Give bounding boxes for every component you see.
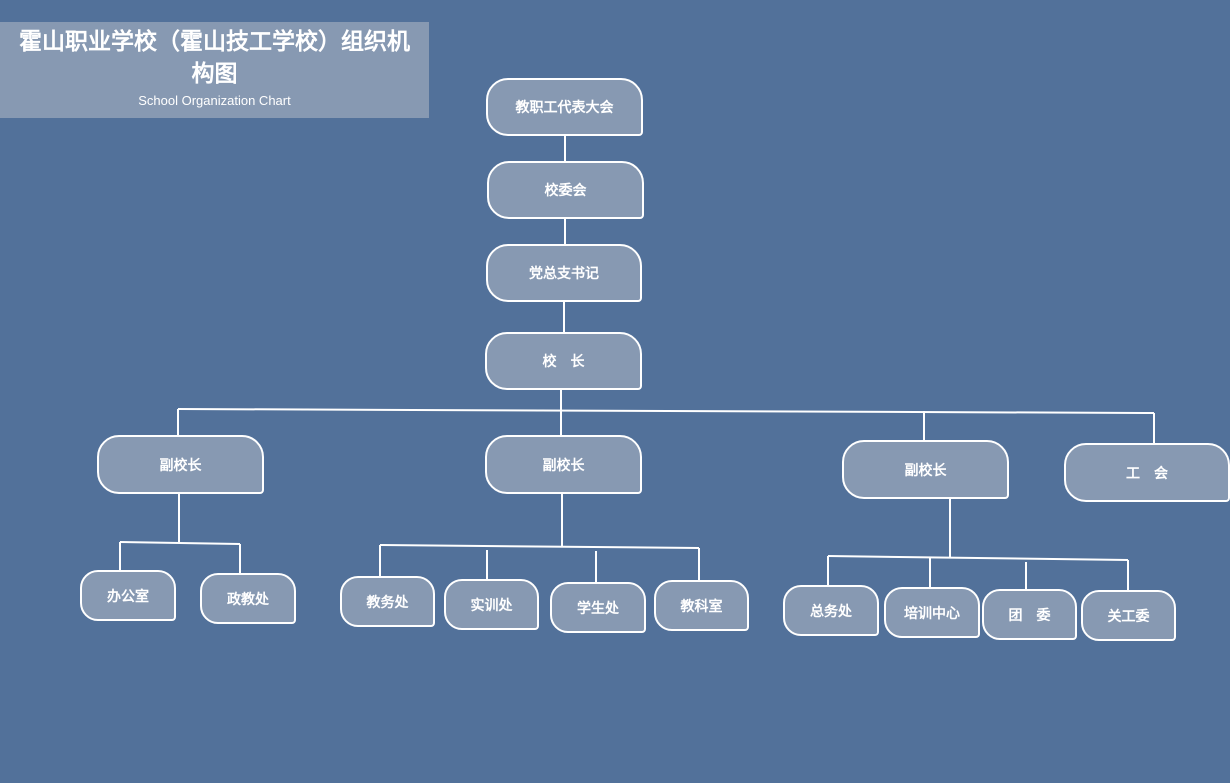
- chart-subtitle: School Organization Chart: [138, 93, 291, 108]
- node-training-center[interactable]: 培训中心: [884, 587, 980, 638]
- node-labor-union[interactable]: 工 会: [1064, 443, 1230, 502]
- connector-vp3-bar: [827, 555, 1129, 561]
- node-principal[interactable]: 校 长: [485, 332, 642, 390]
- node-vice-principal-2[interactable]: 副校长: [485, 435, 642, 494]
- node-general-affairs[interactable]: 总务处: [783, 585, 879, 636]
- node-political-office[interactable]: 政教处: [200, 573, 296, 624]
- node-care-committee[interactable]: 关工委: [1081, 590, 1176, 641]
- chart-title: 霍山职业学校（霍山技工学校）组织机构图: [19, 29, 410, 87]
- title-banner: 霍山职业学校（霍山技工学校）组织机构图 School Organization …: [0, 22, 429, 118]
- node-vice-principal-3[interactable]: 副校长: [842, 440, 1009, 499]
- connector-principal-bar: [177, 408, 1155, 414]
- node-staff-congress[interactable]: 教职工代表大会: [486, 78, 643, 136]
- node-academic-affairs[interactable]: 教务处: [340, 576, 435, 627]
- node-practical-training[interactable]: 实训处: [444, 579, 539, 630]
- node-teaching-research[interactable]: 教科室: [654, 580, 749, 631]
- node-student-affairs[interactable]: 学生处: [550, 582, 646, 633]
- node-party-secretary[interactable]: 党总支书记: [486, 244, 642, 302]
- node-vice-principal-1[interactable]: 副校长: [97, 435, 264, 494]
- node-general-office[interactable]: 办公室: [80, 570, 176, 621]
- node-youth-league[interactable]: 团 委: [982, 589, 1077, 640]
- connector-vp1-bar: [119, 541, 241, 545]
- node-school-committee[interactable]: 校委会: [487, 161, 644, 219]
- connector-vp2-bar: [379, 544, 700, 549]
